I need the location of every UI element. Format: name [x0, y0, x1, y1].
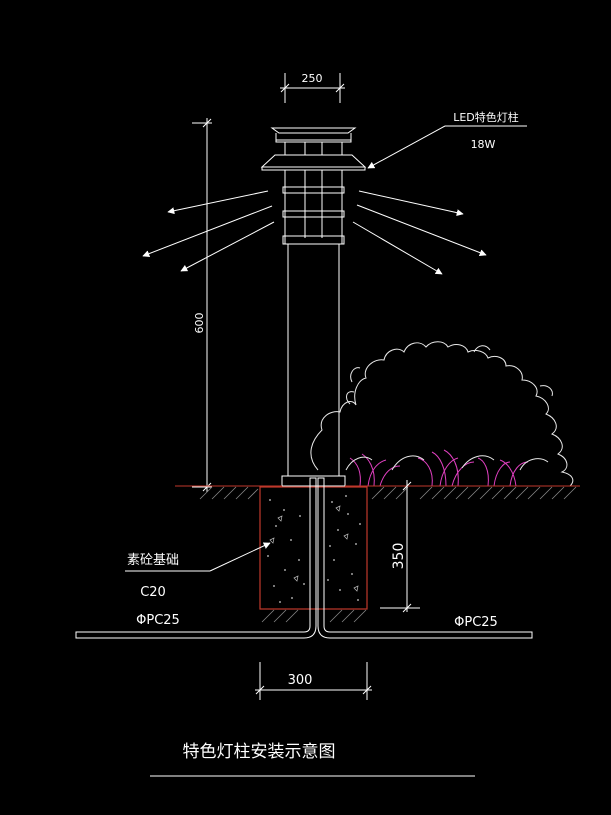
ground: [175, 485, 580, 500]
drawing-title: 特色灯柱安装示意图: [183, 742, 336, 762]
foundation-name-label: 素砼基础: [127, 553, 179, 568]
shrub-leaves: [345, 455, 549, 471]
dim-width-label: 300: [288, 673, 313, 688]
light-rays: [142, 190, 487, 275]
dim-height-label: 600: [193, 313, 206, 334]
led-label-group: LED特色灯柱 18W: [367, 110, 527, 169]
dimension-top-width: 250: [280, 72, 345, 103]
led-name-label: LED特色灯柱: [453, 110, 519, 124]
conduit-left-label: ΦPC25: [136, 613, 180, 628]
foundation-grade-label: C20: [140, 585, 166, 600]
conduit-pipe: [75, 477, 533, 639]
concrete-foundation: [259, 486, 368, 623]
dimension-height: 600: [192, 118, 212, 492]
dimension-foundation-width: 300: [255, 662, 372, 700]
grass: [349, 449, 529, 487]
lamp-post: [260, 127, 367, 487]
conduit-right-label: ΦPC25: [454, 615, 498, 630]
dim-depth-label: 350: [391, 543, 407, 570]
dimension-foundation-depth: 350: [380, 480, 420, 613]
shrub: [310, 341, 574, 487]
dim-top-width-label: 250: [302, 72, 323, 85]
foundation-label-group: 素砼基础 C20: [125, 542, 271, 600]
led-power-label: 18W: [471, 138, 496, 151]
